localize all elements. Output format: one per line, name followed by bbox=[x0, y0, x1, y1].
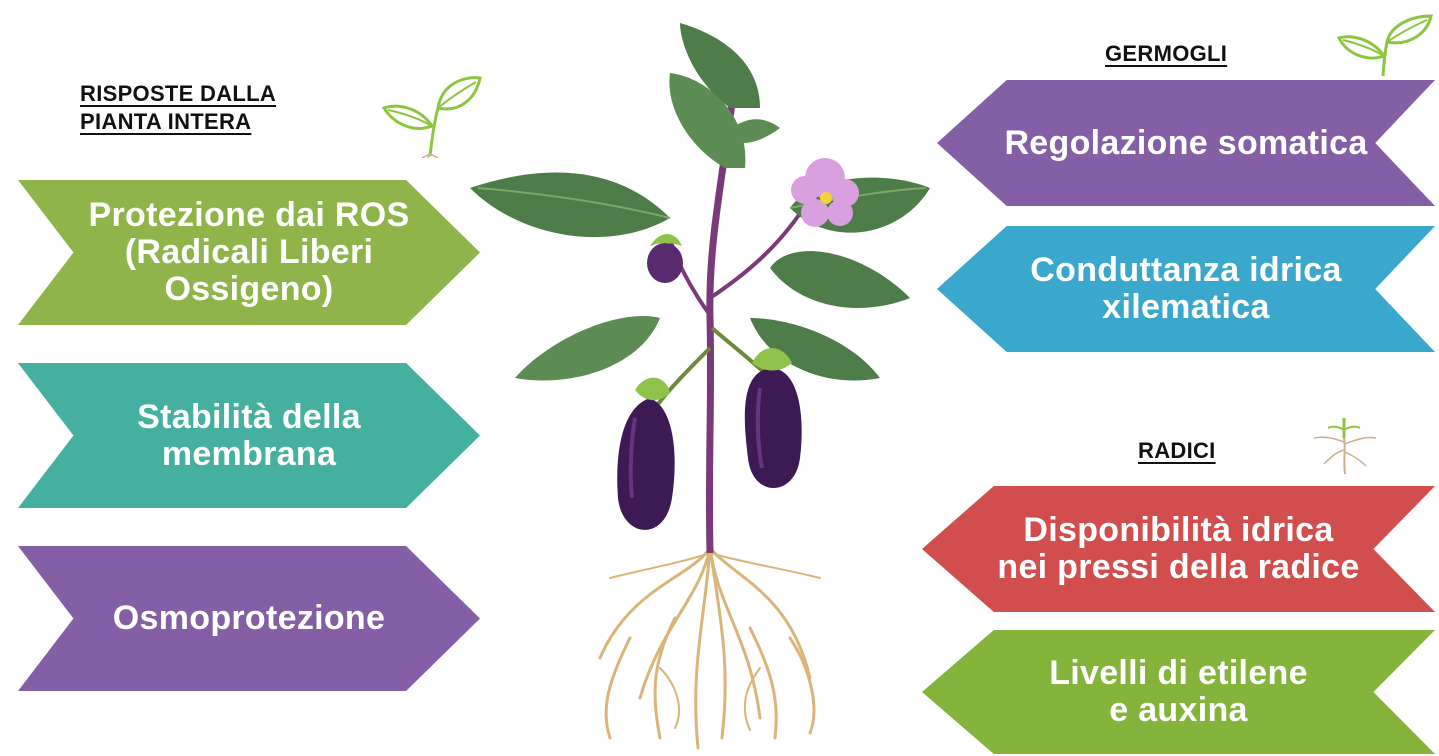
root-icon bbox=[1310, 416, 1380, 476]
somatic-regulation-label: Regolazione somatica bbox=[1004, 125, 1367, 162]
whole-plant-heading: RISPOSTE DALLA PIANTA INTERA bbox=[80, 80, 276, 135]
ethylene-auxin-label: Livelli di etilene e auxina bbox=[1049, 655, 1308, 728]
ros-protection-label: Protezione dai ROS (Radicali Liberi Ossi… bbox=[89, 197, 410, 307]
leaves bbox=[470, 23, 930, 381]
osmoprotection-line1: Osmoprotezione bbox=[113, 600, 385, 637]
shoots-heading: GERMOGLI bbox=[1105, 40, 1227, 68]
osmoprotection-arrow: Osmoprotezione bbox=[18, 546, 480, 691]
ros-protection-line2: (Radicali Liberi bbox=[89, 234, 410, 271]
eggplant-plant-illustration bbox=[460, 18, 940, 753]
roots-heading: RADICI bbox=[1138, 437, 1216, 465]
root-water-availability-line1: Disponibilità idrica bbox=[997, 512, 1359, 549]
membrane-stability-line1: Stabilità della bbox=[137, 399, 361, 436]
membrane-stability-line2: membrana bbox=[137, 436, 361, 473]
ethylene-auxin-line1: Livelli di etilene bbox=[1049, 655, 1308, 692]
root-water-availability-line2: nei pressi della radice bbox=[997, 549, 1359, 586]
somatic-regulation-line1: Regolazione somatica bbox=[1004, 125, 1367, 162]
ros-protection-line1: Protezione dai ROS bbox=[89, 197, 410, 234]
ethylene-auxin-arrow: Livelli di etilene e auxina bbox=[922, 630, 1435, 754]
sprout-icon bbox=[1335, 12, 1435, 77]
whole-plant-heading-line2: PIANTA INTERA bbox=[80, 109, 251, 134]
somatic-regulation-arrow: Regolazione somatica bbox=[937, 80, 1435, 206]
osmoprotection-label: Osmoprotezione bbox=[113, 600, 385, 637]
eggplant-fruit-right bbox=[745, 348, 802, 488]
root-water-availability-arrow: Disponibilità idrica nei pressi della ra… bbox=[922, 486, 1435, 612]
root-water-availability-label: Disponibilità idrica nei pressi della ra… bbox=[997, 512, 1359, 585]
ros-protection-arrow: Protezione dai ROS (Radicali Liberi Ossi… bbox=[18, 180, 480, 325]
membrane-stability-arrow: Stabilità della membrana bbox=[18, 363, 480, 508]
ros-protection-line3: Ossigeno) bbox=[89, 271, 410, 308]
small-eggplant bbox=[647, 234, 683, 283]
xylem-conductance-line1: Conduttanza idrica bbox=[1030, 252, 1341, 289]
eggplant-fruit-left bbox=[617, 378, 674, 530]
ethylene-auxin-line2: e auxina bbox=[1049, 692, 1308, 729]
root-system bbox=[600, 548, 820, 748]
xylem-conductance-arrow: Conduttanza idrica xilematica bbox=[937, 226, 1435, 352]
xylem-conductance-label: Conduttanza idrica xilematica bbox=[1030, 252, 1341, 325]
whole-plant-heading-line1: RISPOSTE DALLA bbox=[80, 81, 276, 106]
membrane-stability-label: Stabilità della membrana bbox=[137, 399, 361, 472]
xylem-conductance-line2: xilematica bbox=[1030, 289, 1341, 326]
